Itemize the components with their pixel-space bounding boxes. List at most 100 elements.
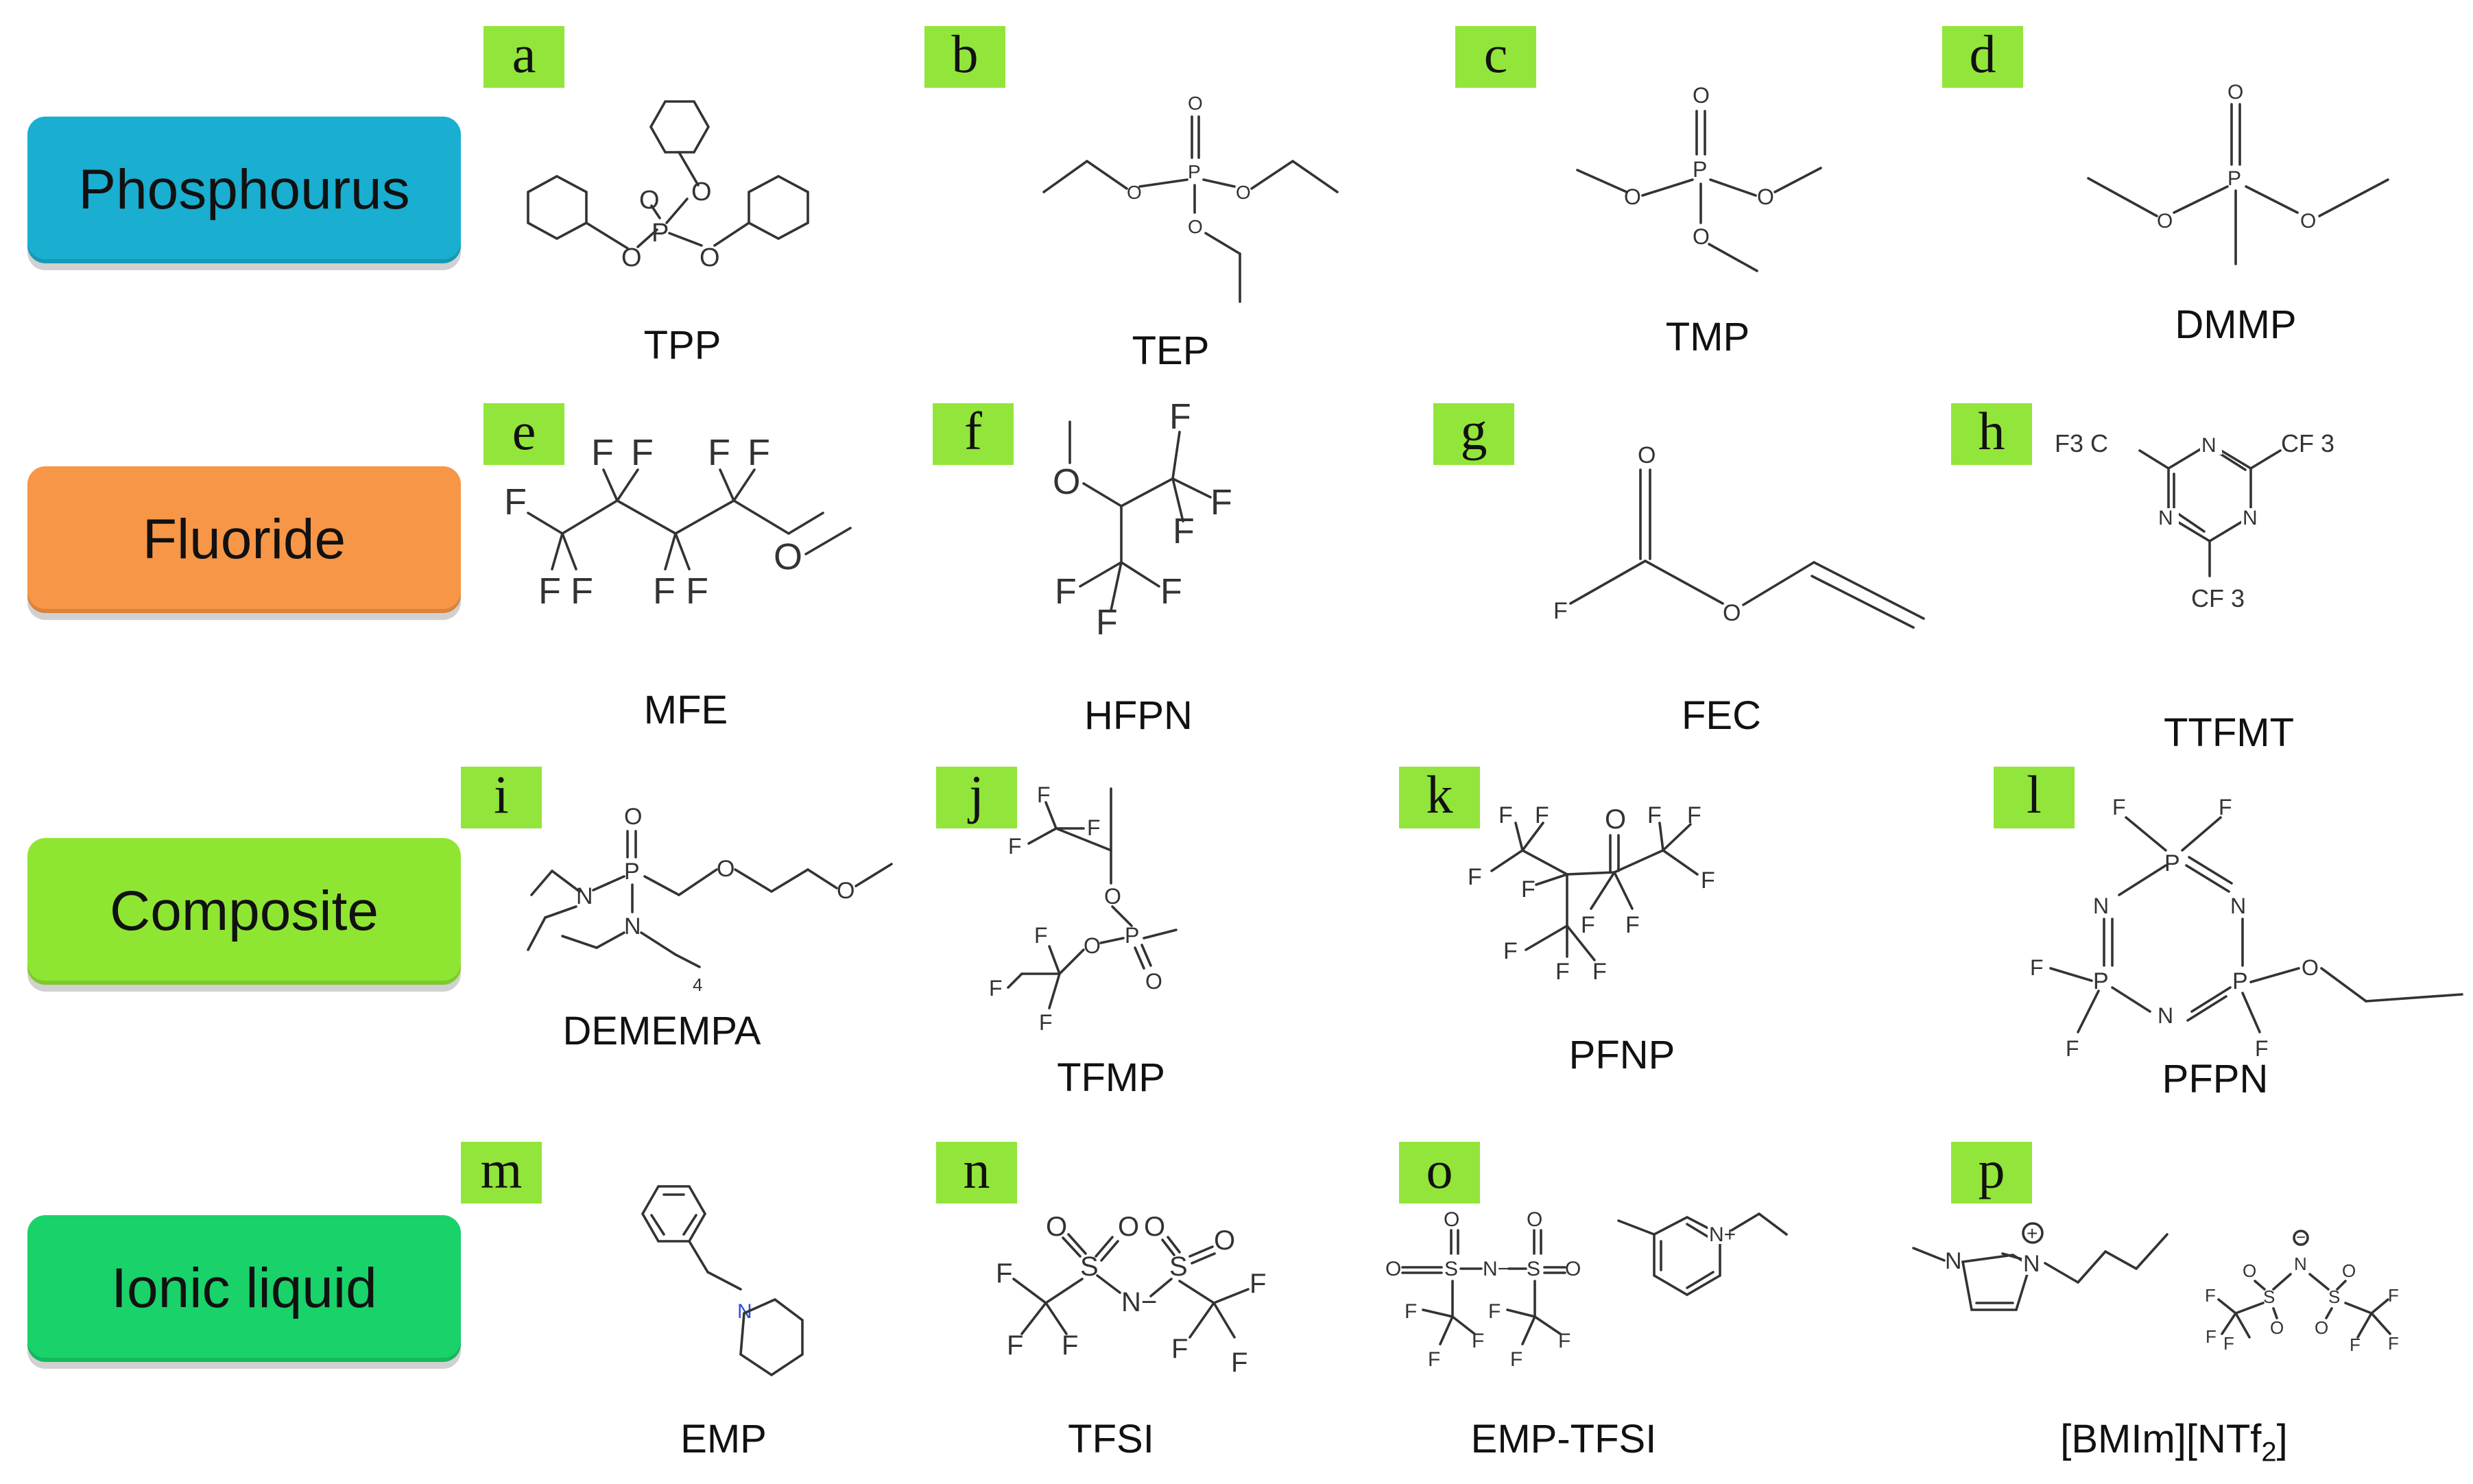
group-f3c: F3 C — [2055, 429, 2108, 457]
atom-f: F — [1096, 603, 1118, 643]
letter-tag-l: l — [1994, 767, 2075, 828]
atom-f: F — [591, 432, 614, 473]
atom-f: F — [2219, 795, 2232, 819]
structure-tmp: O P O O O — [1576, 83, 1822, 272]
atom-f: F — [1173, 512, 1195, 551]
compound-name-pfpn: PFPN — [2162, 1057, 2269, 1101]
atom-f: F — [2205, 1285, 2216, 1306]
atom-f: F — [1581, 912, 1595, 938]
atom-f: F — [2388, 1333, 2399, 1354]
atom-p: P — [652, 219, 669, 248]
letter-tag-n: n — [936, 1142, 1017, 1204]
structure-mfe: O F F F F F F F F F — [504, 432, 852, 612]
atom-o: O — [1693, 83, 1710, 108]
atom-f: F — [1510, 1348, 1522, 1371]
atom-o: O — [1444, 1208, 1459, 1231]
charge-minus: − — [2296, 1228, 2306, 1247]
letter-tag-b: b — [924, 26, 1005, 88]
atom-o: O — [691, 178, 712, 206]
atom-o: O — [1127, 182, 1142, 203]
atom-f: F — [631, 432, 654, 473]
letter-tag-o: o — [1399, 1142, 1480, 1204]
atom-f: F — [1405, 1300, 1417, 1323]
atom-f: F — [1535, 802, 1549, 828]
letter-tag-e: e — [483, 403, 564, 465]
atom-f: F — [1007, 1330, 1023, 1361]
atom-f: F — [1250, 1269, 1266, 1299]
letter-tag-k: k — [1399, 767, 1480, 828]
atom-f: F — [1558, 1330, 1570, 1352]
atom-p: P — [2227, 167, 2241, 190]
atom-f: F — [1488, 1300, 1501, 1323]
compound-name-tpp: TPP — [643, 323, 721, 368]
atom-n: N — [624, 913, 641, 940]
atom-p: P — [1125, 923, 1139, 948]
atom-f: F — [989, 976, 1003, 1001]
atom-o: O — [2300, 210, 2316, 232]
structure-tfmp: F F F O P O O F F F — [989, 782, 1178, 1035]
atom-n-plus: N+ — [1709, 1223, 1736, 1246]
atom-o: O — [2157, 210, 2173, 232]
atom-f: F — [1553, 598, 1568, 624]
atom-o: O — [1053, 462, 1080, 502]
atom-f: F — [1555, 959, 1570, 985]
atom-o: O — [1188, 216, 1203, 237]
atom-s: S — [1444, 1258, 1458, 1280]
atom-f: F — [1701, 867, 1715, 894]
atom-n: N — [2230, 894, 2246, 918]
atom-p: P — [2093, 968, 2109, 994]
atom-f: F — [1160, 572, 1182, 612]
compound-name-hfpn: HFPN — [1084, 693, 1193, 738]
group-cf3: CF 3 — [2281, 429, 2334, 457]
atom-f: F — [2030, 955, 2044, 980]
atom-o: O — [717, 856, 734, 882]
compound-name-emp-tfsi: EMP-TFSI — [1470, 1417, 1657, 1461]
structure-tfsi: O O S N− S O O F F F F F F — [996, 1212, 1266, 1378]
atom-f: F — [504, 481, 527, 523]
atom-p: P — [1693, 157, 1707, 182]
atom-o: O — [1757, 184, 1774, 209]
phenyl-ring-top — [649, 100, 710, 154]
atom-o: O — [1693, 224, 1710, 249]
atom-f: F — [996, 1258, 1012, 1289]
compound-name-ttfmt: TTFMT — [2163, 710, 2295, 755]
atom-o: O — [1385, 1258, 1401, 1280]
atom-o: O — [1638, 442, 1656, 468]
atom-n: N — [2158, 1003, 2173, 1028]
letter-tag-j: j — [936, 767, 1017, 828]
category-label: Composite — [110, 880, 379, 942]
compound-name-emp: EMP — [680, 1417, 767, 1461]
atom-o: O — [2302, 955, 2319, 980]
category-composite: Composite — [27, 838, 461, 985]
atom-s: S — [1169, 1252, 1188, 1282]
atom-n: N — [1945, 1248, 1962, 1274]
structure-hfpn: O F F F F F F — [1053, 397, 1232, 643]
atom-o: O — [2342, 1260, 2356, 1281]
atom-f: F — [2112, 795, 2126, 819]
atom-o: O — [1144, 1212, 1165, 1242]
charge-plus: + — [2027, 1223, 2038, 1244]
compound-name-tmp: TMP — [1665, 315, 1750, 359]
atom-f: F — [1625, 912, 1640, 938]
atom-f: F — [2350, 1335, 2361, 1355]
category-label: Fluoride — [142, 508, 346, 571]
structure-emp-tfsi: O O S N− S O O F F F F F F N — [1385, 1208, 1788, 1371]
atom-p: P — [1188, 161, 1201, 182]
structure-ttfmt: N N N F3 C CF 3 CF 3 — [2055, 429, 2334, 612]
phenyl-ring-right — [748, 174, 809, 241]
atom-o: O — [1236, 182, 1251, 203]
category-label: Ionic liquid — [111, 1257, 377, 1319]
category-ionic-liquid: Ionic liquid — [27, 1215, 461, 1362]
atom-o: O — [837, 878, 855, 904]
atom-n: N — [2294, 1254, 2307, 1274]
atom-o: O — [1527, 1208, 1542, 1231]
atom-o: O — [624, 804, 642, 830]
atom-f: F — [571, 571, 593, 612]
atom-f: F — [538, 571, 561, 612]
compound-name-tep: TEP — [1132, 328, 1210, 373]
atom-n: N — [2243, 507, 2258, 529]
atom-n: N — [2093, 894, 2109, 918]
atom-f: F — [1055, 572, 1077, 612]
atom-f: F — [1062, 1330, 1078, 1361]
